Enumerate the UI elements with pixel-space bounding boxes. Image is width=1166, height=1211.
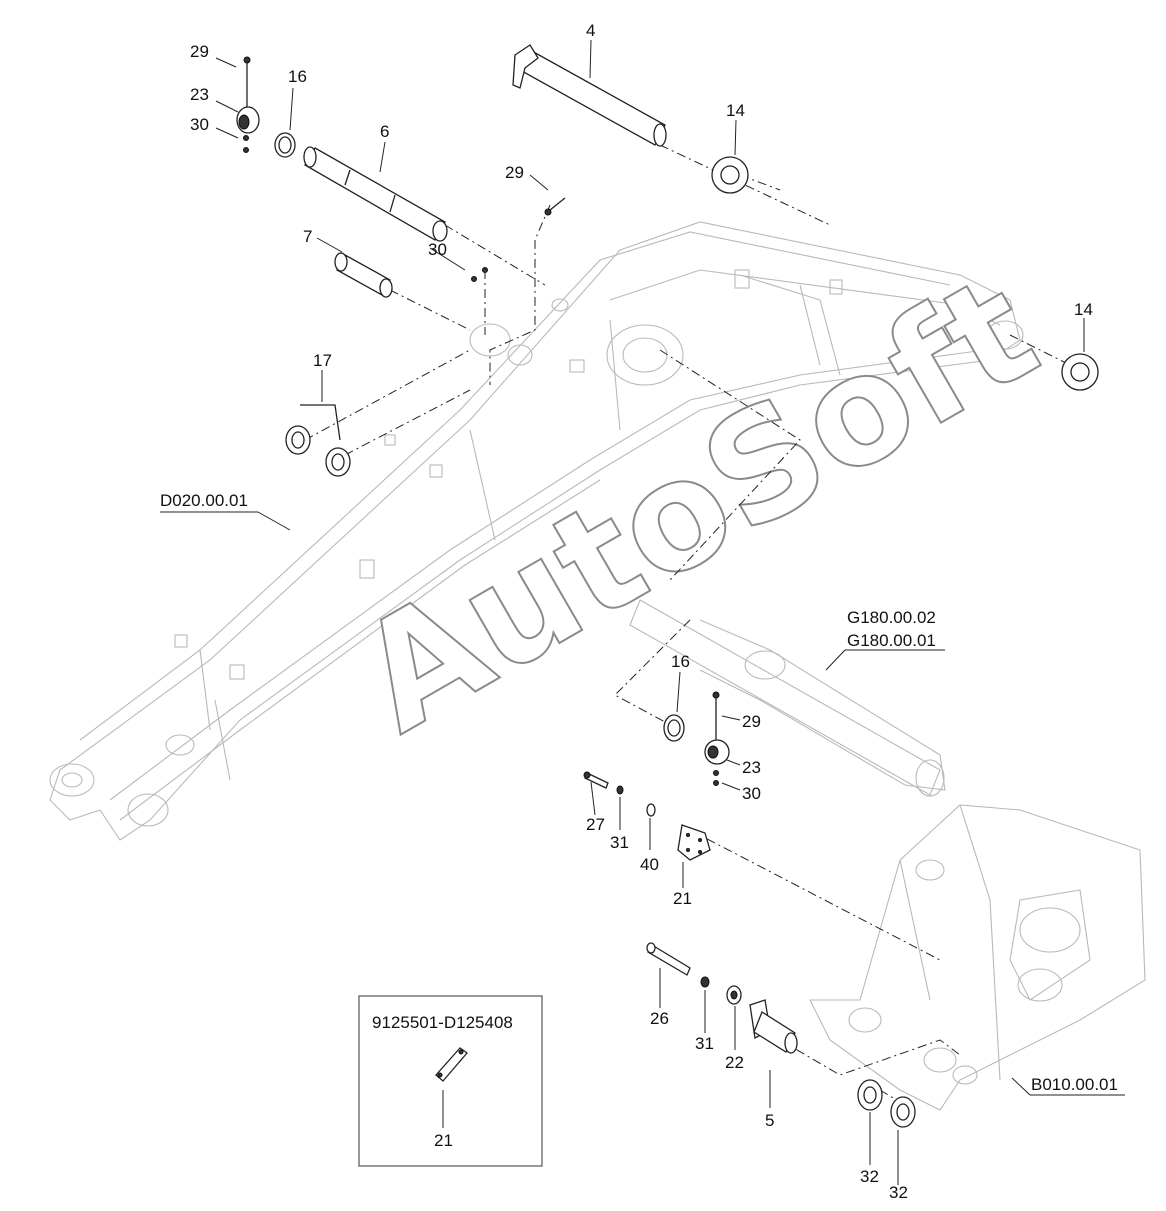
callout-26: 26 [650, 1009, 669, 1028]
callout-29: 29 [742, 712, 761, 731]
part-27-bolt [583, 771, 609, 789]
cylinder-reference-label-2: G180.00.01 [847, 631, 936, 650]
part-30-nut-lower [713, 770, 719, 786]
watermark: AutoSoft [331, 243, 1064, 767]
callouts: 29 23 30 16 6 4 14 29 30 7 14 17 16 29 2… [190, 21, 1093, 1202]
callout-16: 16 [288, 67, 307, 86]
boom-outline [49, 221, 1024, 841]
callout-22: 22 [725, 1053, 744, 1072]
part-16-ring-top [274, 132, 296, 158]
part-7-bushing [334, 252, 393, 298]
inset-title: 9125501-D125408 [372, 1013, 513, 1032]
cylinder-outline [629, 599, 946, 797]
part-30-nut-mid [471, 267, 488, 282]
callout-14: 14 [1074, 300, 1093, 319]
callout-27: 27 [586, 815, 605, 834]
part-31-washer-a [616, 785, 624, 795]
part-23-collar-lower [704, 739, 730, 765]
leader-lines [160, 39, 1125, 1185]
callout-31: 31 [695, 1034, 714, 1053]
frame-reference-label: B010.00.01 [1031, 1075, 1118, 1094]
inset-callout-21: 21 [434, 1131, 453, 1150]
part-40-washer [646, 803, 656, 817]
callout-7: 7 [303, 227, 312, 246]
part-16-ring-lower [663, 714, 685, 742]
part-22-washer [726, 985, 742, 1005]
part-14-washer-right [1061, 353, 1099, 391]
callout-5: 5 [765, 1111, 774, 1130]
part-23-collar-top [236, 106, 260, 134]
callout-23: 23 [190, 85, 209, 104]
part-21-plate [677, 824, 711, 861]
callout-30: 30 [742, 784, 761, 803]
part-32-washer-a [857, 1079, 883, 1111]
callout-32: 32 [889, 1183, 908, 1202]
callout-29: 29 [505, 163, 524, 182]
part-5-pin [749, 999, 798, 1054]
boom-reference-label: D020.00.01 [160, 491, 248, 510]
part-29-bolt-lower [712, 691, 720, 742]
callout-30: 30 [428, 240, 447, 259]
callout-30: 30 [190, 115, 209, 134]
part-4-pin [512, 44, 667, 147]
part-32-washer-b [890, 1096, 916, 1128]
inset-panel: 9125501-D125408 21 [358, 995, 543, 1167]
part-17-shims [285, 404, 351, 477]
callout-16: 16 [671, 652, 690, 671]
callout-17: 17 [313, 351, 332, 370]
callout-23: 23 [742, 758, 761, 777]
part-29-bolt-top [243, 56, 251, 112]
part-30-nut-top [243, 135, 249, 153]
inset-part-21-plate [435, 1047, 468, 1082]
part-29-bolt-mid [544, 197, 566, 216]
callout-31: 31 [610, 833, 629, 852]
part-14-washer-top [711, 156, 749, 194]
callout-14: 14 [726, 101, 745, 120]
callout-6: 6 [380, 122, 389, 141]
cylinder-reference-label: G180.00.02 [847, 608, 936, 627]
frame-outline [809, 804, 1146, 1111]
callout-4: 4 [586, 21, 595, 40]
part-6-pin [303, 146, 448, 242]
part-31-washer-b [700, 976, 710, 988]
callout-21: 21 [673, 889, 692, 908]
callout-40: 40 [640, 855, 659, 874]
callout-32: 32 [860, 1167, 879, 1186]
callout-29: 29 [190, 42, 209, 61]
assembly-lines [304, 144, 1081, 1106]
part-26-bolt [646, 942, 691, 976]
